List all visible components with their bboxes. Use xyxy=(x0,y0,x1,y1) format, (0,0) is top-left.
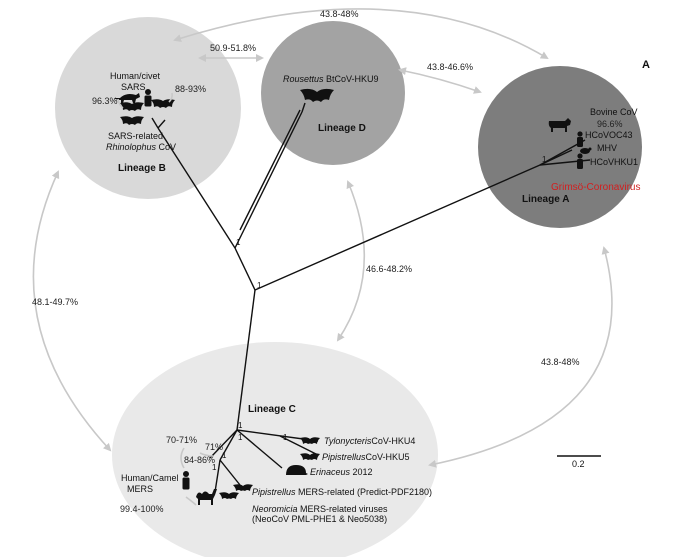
lineage-a-circle xyxy=(478,66,642,228)
bat-icon xyxy=(300,453,320,460)
arrow-b-to-a-top xyxy=(173,8,549,60)
node-label-bd: 1 xyxy=(236,238,241,247)
lineage-c-neoromicia-line2: (NeoCoV PML-PHE1 & Neo5038) xyxy=(252,514,387,524)
lineage-a-mhv: MHV xyxy=(597,143,617,153)
panel-label: A xyxy=(642,59,650,71)
node-label-c1: 1 xyxy=(238,421,243,430)
identity-label-top-b-a: 43.8-48% xyxy=(320,9,359,19)
identity-label-b-c: 48.1-49.7% xyxy=(32,297,78,307)
node-label-root: 1 xyxy=(257,281,262,290)
lineage-c-mers: MERS xyxy=(127,484,153,494)
mouse-icon xyxy=(580,147,592,154)
lineage-b-sars: SARS xyxy=(121,82,146,92)
scale-bar-label: 0.2 xyxy=(572,459,585,469)
lineage-b-circle xyxy=(55,17,241,199)
identity-curve-b-left xyxy=(117,98,124,109)
lineage-c-erinaceus: Erinaceus 2012 xyxy=(310,467,373,477)
bat-icon xyxy=(120,116,144,125)
lineage-c-pct-99: 99.4-100% xyxy=(120,504,164,514)
bat-icon xyxy=(300,437,320,444)
phylogenetic-tree xyxy=(151,102,591,493)
human-icon xyxy=(182,471,190,490)
hedgehog-icon xyxy=(286,465,308,475)
identity-curve-c-mid xyxy=(199,452,214,457)
lineage-c-title: Lineage C xyxy=(248,404,296,415)
lineage-c-human-camel: Human/Camel xyxy=(121,473,179,483)
lineage-d-rousettus-line: Rousettus BtCoV-HKU9 xyxy=(283,74,379,84)
lineage-c-pipistrellus-mers: Pipistrellus MERS-related (Predict-PDF21… xyxy=(252,487,432,497)
lineage-c-pct-84-86: 84-86% xyxy=(184,455,215,465)
lineage-c-circle xyxy=(112,342,438,557)
lineage-c-pct-70-71: 70-71% xyxy=(166,435,197,445)
arrow-a-to-c xyxy=(428,246,613,468)
identity-label-d-a: 43.8-46.6% xyxy=(427,62,473,72)
bat-icon xyxy=(300,88,334,102)
lineage-c-pct-71: 71% xyxy=(205,442,223,452)
identity-label-a-c: 43.8-48% xyxy=(541,357,580,367)
human-icon xyxy=(144,89,152,107)
lineage-b-pct-right: 88-93% xyxy=(175,84,206,94)
lineage-b-pct-left: 96.3% xyxy=(92,96,118,106)
human-icon xyxy=(577,131,583,147)
lineage-a-grimso: Grimsö-Coronavirus xyxy=(551,182,640,193)
lineage-a-hcov-oc43: HCoVOC43 xyxy=(585,130,633,140)
node-label-c3: 1 xyxy=(283,433,288,442)
lineage-b-sars-related: SARS-related xyxy=(108,131,163,141)
identity-label-b-d: 50.9-51.8% xyxy=(210,43,256,53)
identity-label-d-c: 46.6-48.2% xyxy=(366,264,412,274)
lineage-a-bovine-pct: 96.6% xyxy=(597,119,623,129)
lineage-a-title: Lineage A xyxy=(522,194,569,205)
node-label-c4: 1 xyxy=(222,451,227,460)
cow-icon xyxy=(548,118,571,132)
human-icon xyxy=(577,153,583,169)
bat-icon xyxy=(233,484,253,491)
lineage-b-title: Lineage B xyxy=(118,163,166,174)
bat-icon xyxy=(219,492,239,499)
identity-curve-b-right xyxy=(168,92,173,103)
node-label-c5: 1 xyxy=(212,463,217,472)
arrow-d-to-a xyxy=(398,67,482,94)
node-label-a1: 1 xyxy=(542,155,547,164)
civet-icon xyxy=(114,93,140,103)
lineage-b-human-civet: Human/civet xyxy=(110,71,161,81)
lineage-c-tylonycteris: TylonycterisCoV-HKU4 xyxy=(324,436,415,446)
arrow-d-to-c xyxy=(336,180,366,342)
camel-icon xyxy=(196,489,217,505)
lineage-d-title: Lineage D xyxy=(318,123,366,134)
lineage-c-pipistrellus-hku5: PipistrellusCoV-HKU5 xyxy=(322,452,410,462)
lineage-b-rhinolophus-line: Rhinolophus CoV xyxy=(106,142,176,152)
lineage-a-bovine: Bovine CoV xyxy=(590,107,638,117)
bat-icon xyxy=(120,102,144,111)
node-label-c2: 1 xyxy=(238,433,243,442)
identity-curve-c-bottom xyxy=(185,496,197,506)
identity-curve-c-left xyxy=(180,447,185,469)
arrow-b-to-c xyxy=(32,170,112,452)
lineage-a-hcov-hku1: HCoVHKU1 xyxy=(590,157,638,167)
lineage-c-neoromicia: Neoromicia MERS-related viruses xyxy=(252,504,388,514)
